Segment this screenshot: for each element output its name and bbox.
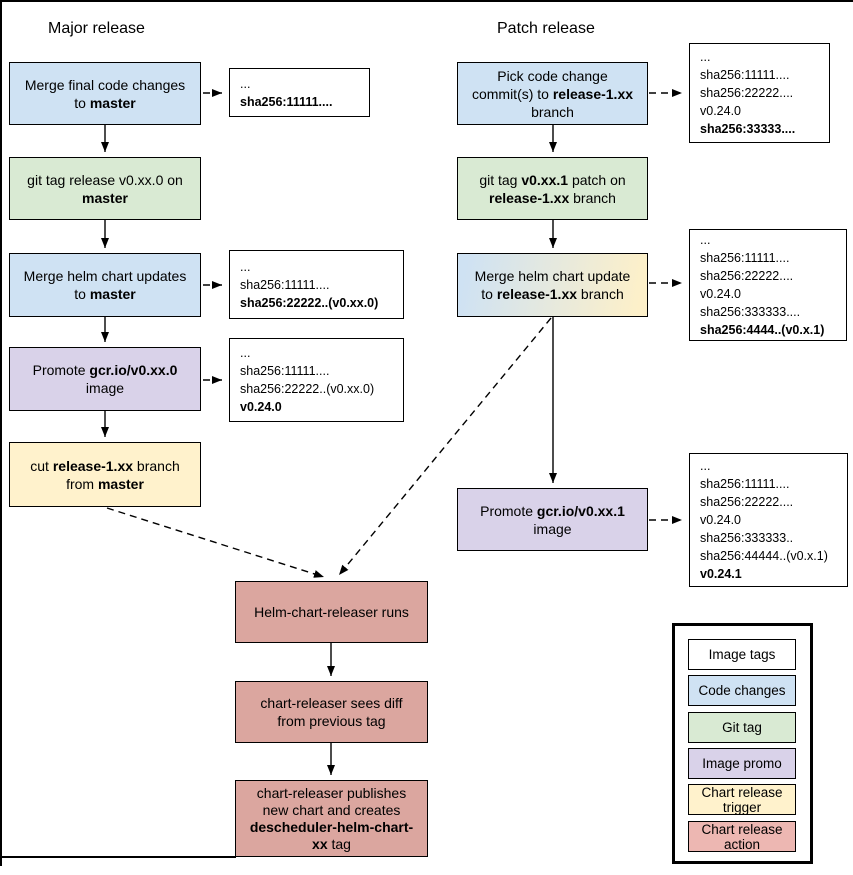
sha-line: v0.24.0 — [700, 104, 742, 118]
sha-line: sha256:11111.... — [240, 94, 333, 109]
node-text: Promote gcr.io/v0.xx.0 image — [32, 362, 178, 396]
sha-line: sha256:22222.... — [700, 86, 794, 100]
legend-label: Image tags — [708, 647, 776, 662]
legend-item-git-tag: Git tag — [688, 712, 796, 743]
legend-label: Git tag — [722, 720, 762, 735]
node-merge-final-code: Merge final code changes to master — [9, 62, 201, 125]
legend-label: Image promo — [702, 756, 782, 771]
sha-line: sha256:22222.... — [700, 495, 794, 509]
major-release-heading: Major release — [48, 20, 145, 37]
node-text: cut release-1.xx branch from master — [30, 457, 180, 492]
sha-line: sha256:4444..(v0.x.1) — [700, 323, 825, 337]
sha-line: ... — [700, 50, 711, 64]
legend-item-code-changes: Code changes — [688, 675, 796, 706]
image-tags-box-f: ... sha256:11111.... sha256:22222.... v0… — [689, 453, 848, 587]
node-text: git tag release v0.xx.0 on master — [27, 171, 183, 206]
node-merge-helm-chart-major: Merge helm chart updates to master — [9, 253, 201, 317]
sha-line: v0.24.0 — [700, 513, 742, 527]
node-text: git tag v0.xx.1 patch on release-1.xx br… — [479, 171, 626, 206]
sha-line: ... — [240, 76, 251, 91]
image-tags-box-d: ... sha256:11111.... sha256:22222.... v0… — [689, 43, 830, 143]
legend-item-image-tags: Image tags — [688, 639, 796, 670]
sha-line: sha256:11111.... — [700, 251, 790, 265]
node-text: Merge final code changes to master — [24, 76, 186, 111]
sha-line: ... — [700, 459, 711, 473]
sha-line: sha256:11111.... — [700, 477, 790, 491]
node-text: Merge helm chart updates to master — [23, 268, 187, 302]
node-pick-code-change: Pick code change commit(s) to release-1.… — [457, 62, 648, 125]
sha-line: sha256:333333.. — [700, 531, 794, 545]
node-cut-release-branch: cut release-1.xx branch from master — [9, 442, 201, 507]
sha-line: sha256:11111.... — [240, 277, 330, 292]
legend-label: Code changes — [698, 683, 786, 698]
image-tags-box-e: ... sha256:11111.... sha256:22222.... v0… — [689, 229, 847, 341]
node-text: chart-releaser publishes new chart and c… — [249, 784, 414, 852]
node-text: Promote gcr.io/v0.xx.1 image — [480, 502, 625, 537]
sha-line: ... — [240, 346, 251, 360]
sha-line: ... — [240, 259, 251, 274]
sha-line: sha256:33333.... — [700, 122, 796, 136]
legend: Image tags Code changes Git tag Image pr… — [672, 623, 813, 864]
node-text: Pick code change commit(s) to release-1.… — [471, 67, 634, 120]
legend-label: Chart release trigger — [701, 784, 783, 815]
sha-line: sha256:11111.... — [240, 364, 330, 378]
node-git-tag-major: git tag release v0.xx.0 on master — [9, 157, 201, 220]
legend-item-chart-release-trigger: Chart release trigger — [688, 784, 796, 815]
node-text: chart-releaser sees diff from previous t… — [260, 695, 403, 729]
node-text: Helm-chart-releaser runs — [254, 604, 409, 620]
node-chart-releaser-publishes: chart-releaser publishes new chart and c… — [235, 780, 428, 857]
sha-line: sha256:44444..(v0.x.1) — [700, 549, 828, 563]
sha-line: sha256:22222..(v0.xx.0) — [240, 382, 375, 396]
sha-line: sha256:11111.... — [700, 68, 790, 82]
node-promote-image-major: Promote gcr.io/v0.xx.0 image — [9, 347, 201, 411]
sha-line: v0.24.1 — [700, 567, 742, 581]
node-promote-image-patch: Promote gcr.io/v0.xx.1 image — [457, 488, 648, 551]
dashed-arrow-cut-branch-to-releaser — [106, 507, 325, 578]
legend-label: Chart release action — [701, 821, 783, 852]
image-tags-box-b: ... sha256:11111.... sha256:22222..(v0.x… — [229, 250, 404, 319]
sha-line: sha256:22222.... — [700, 269, 794, 283]
legend-item-image-promo: Image promo — [688, 748, 796, 779]
node-git-tag-patch: git tag v0.xx.1 patch on release-1.xx br… — [457, 157, 648, 220]
sha-line: ... — [700, 233, 711, 247]
patch-release-heading: Patch release — [497, 20, 595, 37]
image-tags-box-c: ... sha256:11111.... sha256:22222..(v0.x… — [229, 338, 404, 422]
node-merge-helm-chart-patch: Merge helm chart update to release-1.xx … — [457, 253, 648, 317]
node-chart-releaser-sees-diff: chart-releaser sees diff from previous t… — [235, 681, 428, 743]
legend-item-chart-release-action: Chart release action — [688, 821, 796, 852]
sha-line: sha256:22222..(v0.xx.0) — [240, 295, 379, 310]
sha-line: sha256:333333.... — [700, 305, 801, 319]
image-tags-box-a: ... sha256:11111.... — [229, 68, 370, 117]
sha-line: v0.24.0 — [240, 400, 282, 414]
node-helm-chart-releaser-runs: Helm-chart-releaser runs — [235, 581, 428, 643]
node-text: Merge helm chart update to release-1.xx … — [474, 268, 631, 302]
sha-line: v0.24.0 — [700, 287, 742, 301]
